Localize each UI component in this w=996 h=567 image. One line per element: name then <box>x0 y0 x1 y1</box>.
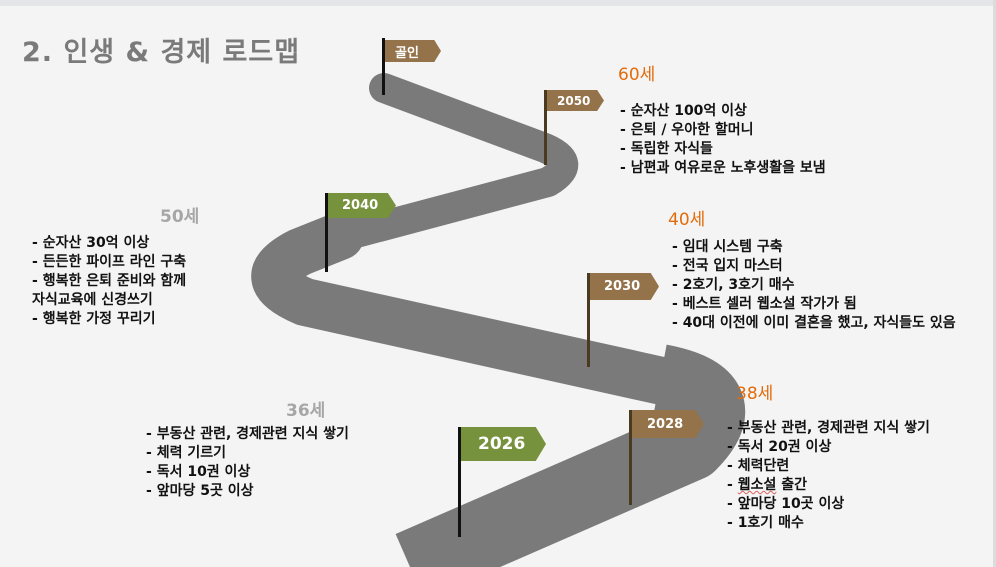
flag-pole <box>458 427 461 537</box>
list-item-continuation: 자식교육에 신경쓰기 <box>32 292 153 308</box>
list-item: 순자산 100억 이상 <box>620 102 826 121</box>
flag-2040: 2040 <box>328 193 396 218</box>
misspelled-word: 웹소설 <box>737 477 777 493</box>
list-item: 웹소설 출간 <box>727 476 930 495</box>
list-item: 든든한 파이프 라인 구축 <box>32 253 186 272</box>
list-item: 전국 입지 마스터 <box>672 257 992 276</box>
list-item: 독서 10권 이상 <box>146 463 349 482</box>
list-item: 독서 20권 이상 <box>727 438 930 457</box>
list-item: 은퇴 / 우아한 할머니 <box>620 121 826 140</box>
road-segment-bottom <box>395 344 746 567</box>
list-item: 행복한 은퇴 준비와 함께 <box>32 272 186 291</box>
list-item: 부동산 관련, 경제관련 지식 쌓기 <box>146 425 349 444</box>
flag-2028: 2028 <box>632 410 704 438</box>
top-bar <box>0 0 996 6</box>
road-segment-middle <box>251 212 704 409</box>
list-item: 체력단련 <box>727 457 930 476</box>
flag-goal: 골인 <box>385 40 441 62</box>
flag-pole <box>544 90 547 165</box>
flag-2026: 2026 <box>461 427 546 461</box>
flag-pole <box>325 193 328 272</box>
list-item-text: 출간 <box>781 477 807 493</box>
age-label-50: 50세 <box>160 207 200 227</box>
milestone-list-60: 순자산 100억 이상 은퇴 / 우아한 할머니 독립한 자식들 남편과 여유로… <box>620 102 826 178</box>
flag-pole <box>629 410 632 505</box>
list-item: 1호기 매수 <box>727 514 930 533</box>
age-label-36: 36세 <box>286 401 326 421</box>
age-label-38: 38세 <box>736 384 774 404</box>
milestone-list-40: 임대 시스템 구축 전국 입지 마스터 2호기, 3호기 매수 베스트 셀러 웹… <box>672 238 992 333</box>
list-item: 베스트 셀러 웹소설 작가가 됨 <box>672 295 992 314</box>
list-item: 순자산 30억 이상 <box>32 234 186 253</box>
list-item: 체력 기르기 <box>146 444 349 463</box>
list-item: 앞마당 10곳 이상 <box>727 495 930 514</box>
list-item: 남편과 여유로운 노후생활을 보냄 <box>620 159 826 178</box>
milestone-list-36: 부동산 관련, 경제관련 지식 쌓기 체력 기르기 독서 10권 이상 앞마당 … <box>146 425 349 501</box>
list-item: 독립한 자식들 <box>620 140 826 159</box>
list-item: 40대 이전에 이미 결혼을 했고, 자식들도 있음 <box>672 314 992 333</box>
list-item: 임대 시스템 구축 <box>672 238 992 257</box>
milestone-list-50: 순자산 30억 이상 든든한 파이프 라인 구축 행복한 은퇴 준비와 함께 자… <box>32 234 186 329</box>
age-label-40: 40세 <box>668 210 706 230</box>
milestone-list-38: 부동산 관련, 경제관련 지식 쌓기 독서 20권 이상 체력단련 웹소설 출간… <box>727 419 930 533</box>
list-item: 2호기, 3호기 매수 <box>672 276 992 295</box>
age-label-60: 60세 <box>618 65 656 85</box>
list-item: 행복한 가정 꾸리기 <box>32 310 186 329</box>
list-item: 앞마당 5곳 이상 <box>146 482 349 501</box>
flag-pole <box>382 38 385 95</box>
list-item: 부동산 관련, 경제관련 지식 쌓기 <box>727 419 930 438</box>
flag-2050: 2050 <box>547 90 604 111</box>
flag-pole <box>587 273 590 367</box>
page-title: 2. 인생 & 경제 로드맵 <box>22 37 301 68</box>
slide-edge <box>993 0 996 567</box>
flag-2030: 2030 <box>590 273 659 300</box>
